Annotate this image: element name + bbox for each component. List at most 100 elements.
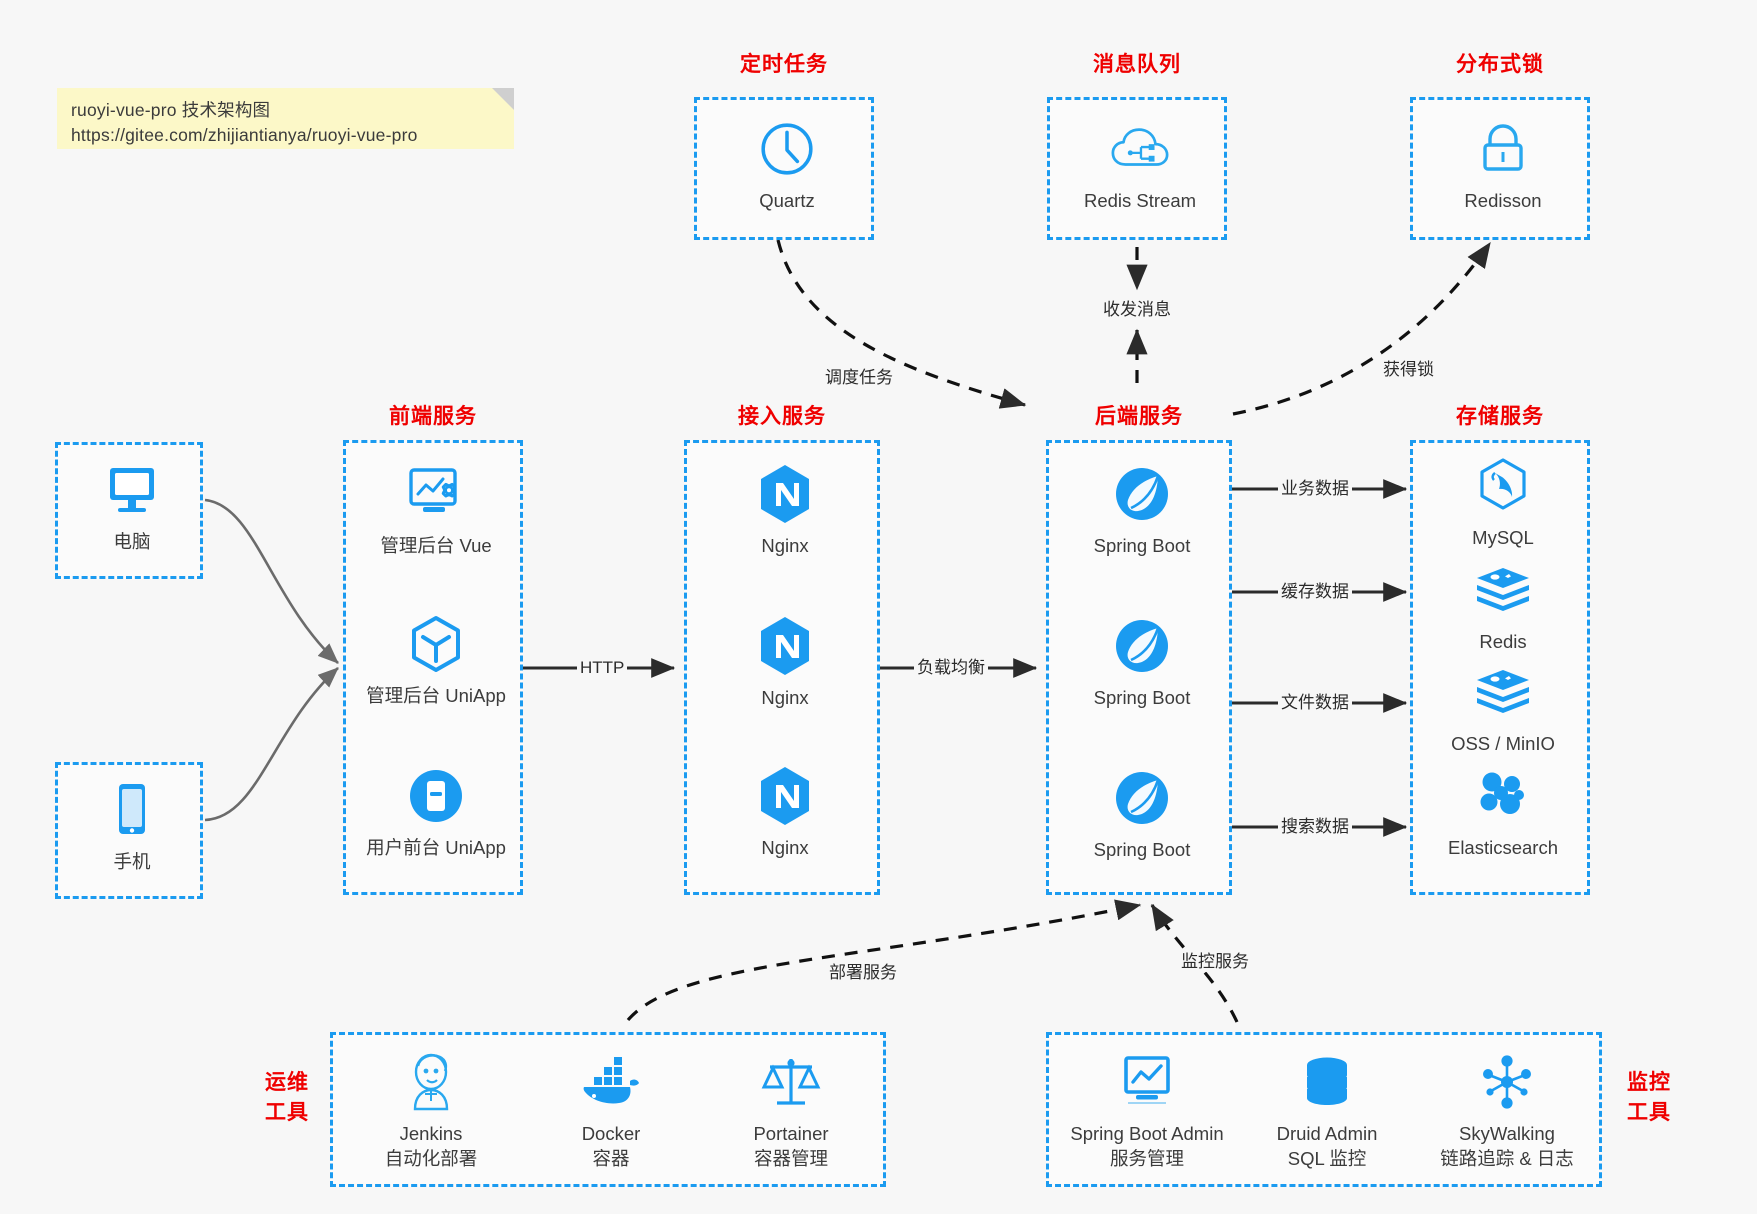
node-label: Elasticsearch	[1447, 837, 1558, 858]
node-admin-uniapp[interactable]: 管理后台 UniApp	[356, 613, 516, 708]
group-title-storage: 存储服务	[1456, 405, 1544, 428]
edge-label-file-data: 文件数据	[1278, 693, 1352, 713]
spring-boot-icon	[1062, 767, 1222, 829]
node-spring-boot-3[interactable]: Spring Boot	[1062, 767, 1222, 862]
node-spring-boot-1[interactable]: Spring Boot	[1062, 463, 1222, 558]
portainer-icon	[711, 1051, 871, 1113]
group-box-storage: MySQL Redis	[1410, 440, 1590, 895]
group-title-monitoring-line2: 工具	[1627, 1101, 1671, 1124]
node-admin-vue[interactable]: 管理后台 Vue	[356, 463, 516, 558]
group-title-message-queue: 消息队列	[1093, 53, 1181, 76]
node-label: MySQL	[1472, 527, 1534, 548]
node-mysql[interactable]: MySQL	[1423, 455, 1583, 550]
node-nginx-3[interactable]: Nginx	[705, 765, 865, 860]
node-label: 管理后台 Vue	[380, 535, 492, 556]
oss-minio-icon	[1423, 661, 1583, 723]
group-title-gateway: 接入服务	[738, 405, 826, 428]
edge-label-monitor-service: 监控服务	[1178, 952, 1252, 972]
group-title-devops-line2: 工具	[265, 1101, 309, 1124]
node-portainer[interactable]: Portainer 容器管理	[711, 1051, 871, 1171]
monitor-chart-icon	[1067, 1051, 1227, 1113]
group-box-backend: Spring Boot Spring Boot Spring Boot	[1046, 440, 1232, 895]
edge-label-search-data: 搜索数据	[1278, 817, 1352, 837]
node-quartz[interactable]: Quartz	[707, 118, 867, 213]
node-label: Nginx	[761, 687, 809, 708]
group-box-frontend: 管理后台 Vue 管理后台 UniApp 用户前台 UniApp	[343, 440, 523, 895]
node-label: Portainer	[753, 1123, 829, 1144]
node-skywalking[interactable]: SkyWalking 链路追踪 & 日志	[1427, 1051, 1587, 1171]
spring-boot-icon	[1062, 463, 1222, 525]
edge-label-http: HTTP	[577, 658, 628, 678]
group-box-message-queue: Redis Stream	[1047, 97, 1227, 240]
node-label: 电脑	[113, 531, 151, 552]
group-box-client-mobile: 手机	[55, 762, 203, 899]
node-sublabel: 容器管理	[753, 1148, 828, 1169]
desktop-icon	[52, 459, 212, 521]
node-elasticsearch[interactable]: Elasticsearch	[1423, 765, 1583, 860]
node-mobile[interactable]: 手机	[52, 779, 212, 874]
group-title-devops-line1: 运维	[265, 1071, 309, 1094]
group-title-devops: 运维 工具	[255, 1068, 319, 1128]
group-title-distributed-lock: 分布式锁	[1456, 53, 1544, 76]
node-label: Quartz	[759, 190, 815, 211]
node-spring-boot-admin[interactable]: Spring Boot Admin 服务管理	[1067, 1051, 1227, 1171]
group-title-monitoring-line1: 监控	[1627, 1071, 1671, 1094]
edge-label-business-data: 业务数据	[1278, 479, 1352, 499]
node-label: Druid Admin	[1276, 1123, 1378, 1144]
edge-label-deploy-service: 部署服务	[826, 963, 900, 983]
elasticsearch-icon	[1423, 765, 1583, 827]
node-sublabel: SQL 监控	[1287, 1148, 1367, 1169]
nginx-icon	[705, 615, 865, 677]
edge-label-load-balance: 负载均衡	[914, 658, 988, 678]
clock-icon	[707, 118, 867, 180]
cloud-stream-icon	[1060, 118, 1220, 180]
note-card: ruoyi-vue-pro 技术架构图 https://gitee.com/zh…	[57, 88, 514, 149]
node-oss-minio[interactable]: OSS / MinIO	[1423, 661, 1583, 756]
cube-icon	[356, 613, 516, 675]
dashboard-settings-icon	[356, 463, 516, 525]
node-user-uniapp[interactable]: 用户前台 UniApp	[356, 765, 516, 860]
node-label: Redis Stream	[1083, 190, 1197, 211]
node-label: Spring Boot	[1093, 839, 1191, 860]
node-nginx-2[interactable]: Nginx	[705, 615, 865, 710]
node-redis[interactable]: Redis	[1423, 559, 1583, 654]
group-title-frontend: 前端服务	[389, 405, 477, 428]
node-label: Nginx	[761, 535, 809, 556]
note-line-2: https://gitee.com/zhijiantianya/ruoyi-vu…	[71, 125, 418, 145]
node-label: Nginx	[761, 837, 809, 858]
node-nginx-1[interactable]: Nginx	[705, 463, 865, 558]
mobile-app-icon	[356, 765, 516, 827]
node-docker[interactable]: Docker 容器	[531, 1051, 691, 1171]
nginx-icon	[705, 463, 865, 525]
database-icon	[1247, 1051, 1407, 1113]
node-redisson[interactable]: Redisson	[1423, 118, 1583, 213]
redis-icon	[1423, 559, 1583, 621]
note-line-1: ruoyi-vue-pro 技术架构图	[71, 100, 271, 120]
node-label: Docker	[581, 1123, 641, 1144]
group-box-client-desktop: 电脑	[55, 442, 203, 579]
skywalking-icon	[1427, 1051, 1587, 1113]
group-box-devops: Jenkins 自动化部署 Docker 容器	[330, 1032, 886, 1187]
note-fold-corner	[492, 88, 514, 110]
node-druid-admin[interactable]: Druid Admin SQL 监控	[1247, 1051, 1407, 1171]
node-label: 手机	[113, 851, 151, 872]
node-spring-boot-2[interactable]: Spring Boot	[1062, 615, 1222, 710]
edge-label-cache-data: 缓存数据	[1278, 582, 1352, 602]
node-label: Spring Boot	[1093, 535, 1191, 556]
group-title-monitoring: 监控 工具	[1617, 1068, 1681, 1128]
node-jenkins[interactable]: Jenkins 自动化部署	[351, 1051, 511, 1171]
node-label: Redis	[1479, 631, 1527, 652]
group-box-scheduled-task: Quartz	[694, 97, 874, 240]
node-desktop[interactable]: 电脑	[52, 459, 212, 554]
spring-boot-icon	[1062, 615, 1222, 677]
node-redis-stream[interactable]: Redis Stream	[1060, 118, 1220, 213]
group-title-scheduled-task: 定时任务	[740, 53, 828, 76]
jenkins-icon	[351, 1051, 511, 1113]
group-title-backend: 后端服务	[1095, 405, 1183, 428]
mobile-icon	[52, 779, 212, 841]
node-label: SkyWalking	[1459, 1123, 1555, 1144]
edge-label-acquire-lock: 获得锁	[1380, 360, 1437, 380]
mysql-icon	[1423, 455, 1583, 517]
node-label: 用户前台 UniApp	[366, 837, 506, 858]
